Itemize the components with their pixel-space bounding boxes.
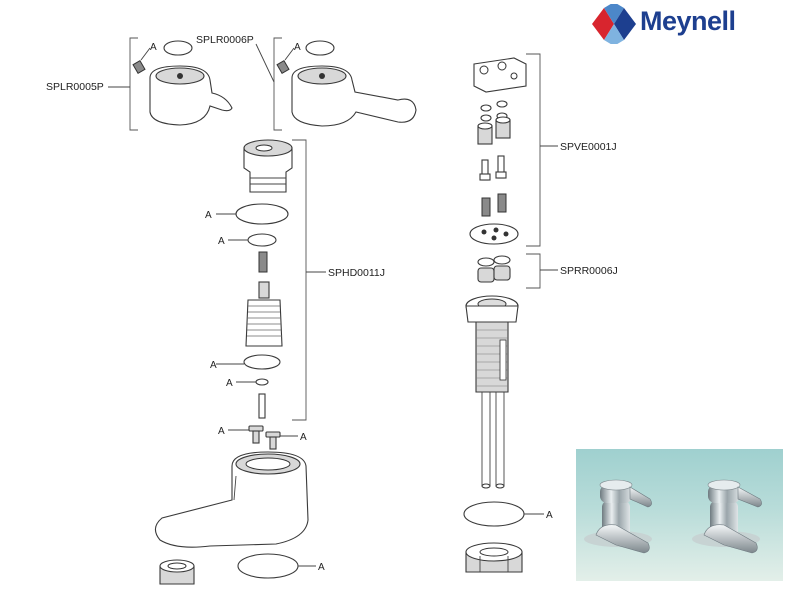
callout-a-3: A xyxy=(205,210,212,221)
callout-a-6: A xyxy=(226,378,233,389)
product-photo xyxy=(576,449,783,581)
meynell-logo-mark-icon xyxy=(592,2,636,46)
extended-sleeve xyxy=(465,295,519,489)
callout-a-9: A xyxy=(318,562,325,573)
callout-a-5: A xyxy=(210,360,217,371)
back-nut xyxy=(159,559,195,585)
callout-a-10: A xyxy=(546,510,553,521)
ring-group-sprr0006j xyxy=(477,253,558,289)
meynell-logo: Meynell xyxy=(590,2,790,46)
right-washer xyxy=(463,501,525,527)
handle-group-splr0005p xyxy=(108,37,233,131)
headwork-group-sphd0011j xyxy=(216,139,326,450)
label-splr0005p: SPLR0005P xyxy=(46,81,104,93)
right-back-nut xyxy=(465,542,523,573)
callout-a-7: A xyxy=(218,426,225,437)
label-splr0006p: SPLR0006P xyxy=(196,34,254,46)
callout-a-4: A xyxy=(218,236,225,247)
screw-pair xyxy=(248,425,281,450)
callout-a-2: A xyxy=(294,42,301,53)
lever-taps-photo-icon xyxy=(584,479,762,554)
valve-group-spve0001j xyxy=(469,53,558,247)
base-washer xyxy=(237,553,299,579)
brand-name: Meynell xyxy=(640,6,736,36)
label-spve0001j: SPVE0001J xyxy=(560,141,617,153)
callout-a-1: A xyxy=(150,42,157,53)
handle-group-splr0006p xyxy=(255,37,417,131)
label-sphd0011j: SPHD0011J xyxy=(328,267,385,279)
tap-body xyxy=(154,451,309,548)
label-sprr0006j: SPRR0006J xyxy=(560,265,618,277)
callout-a-8: A xyxy=(300,432,307,443)
